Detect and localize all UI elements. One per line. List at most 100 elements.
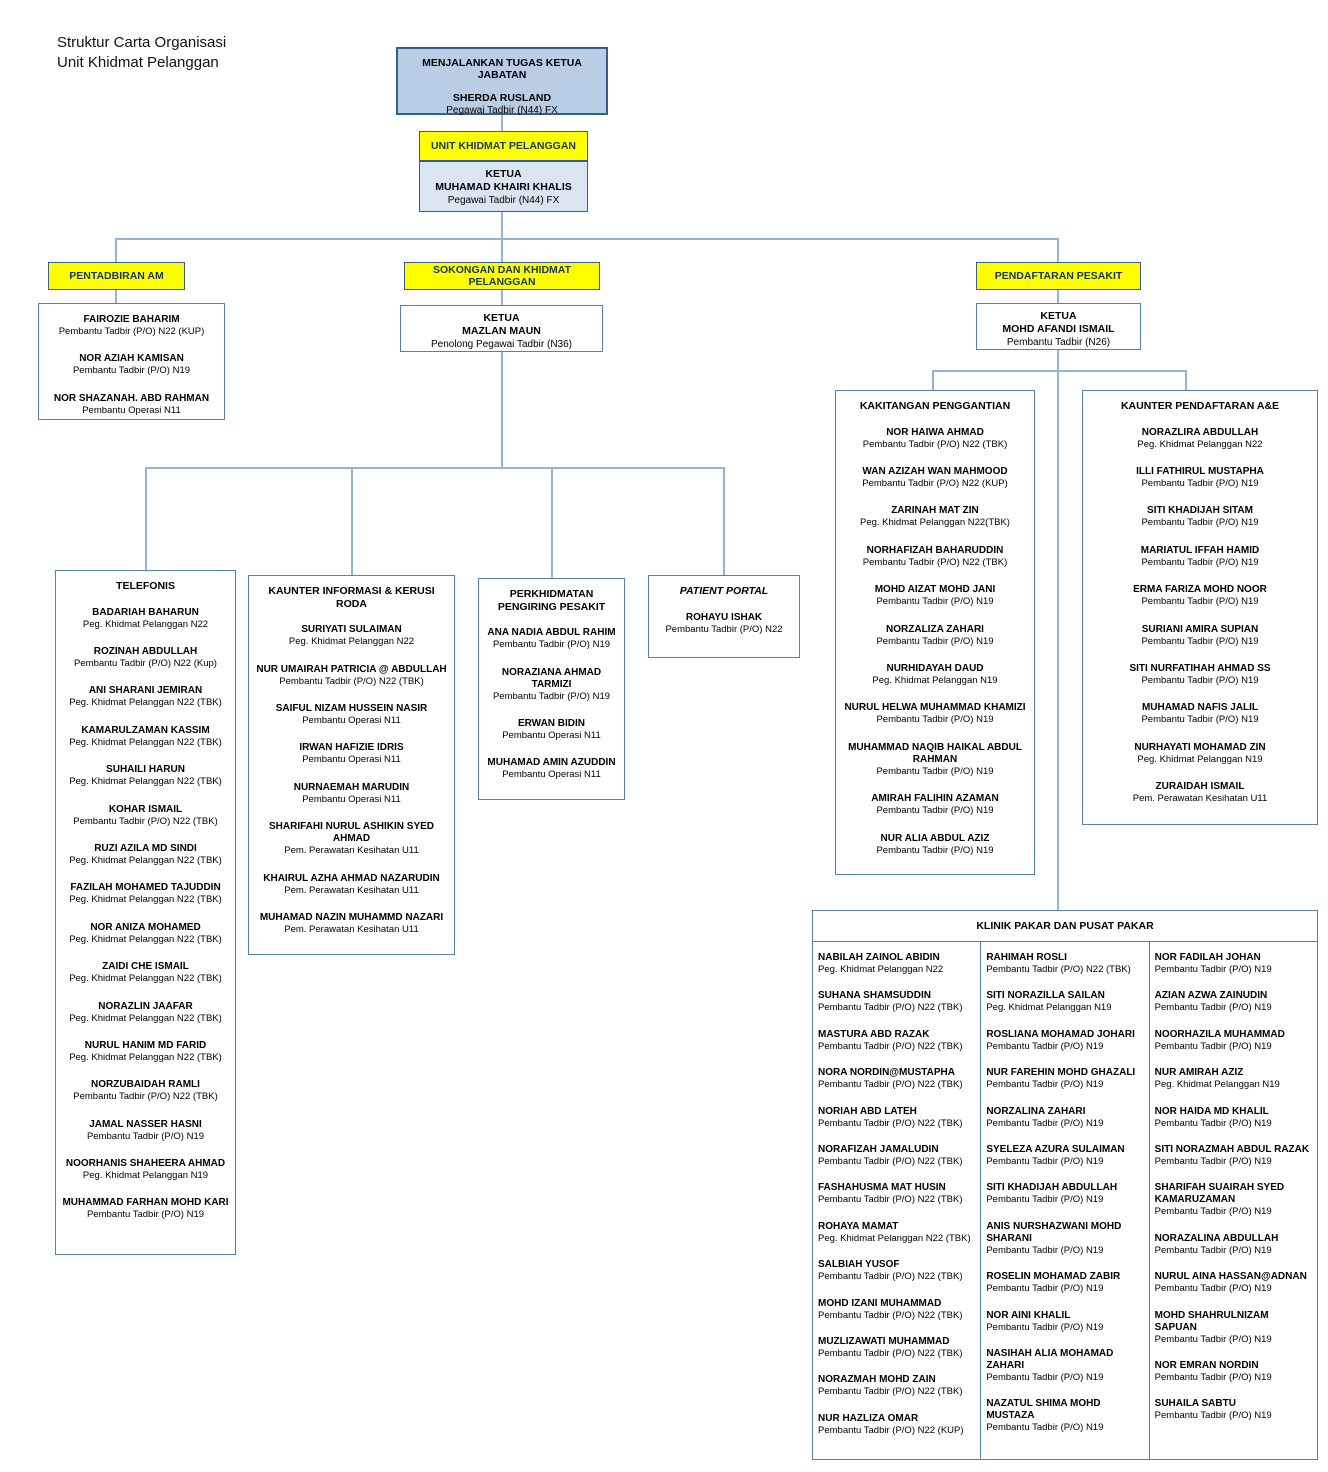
staff-grade: Pembantu Tadbir (P/O) N19 xyxy=(1154,1244,1272,1256)
staff-name: MUHAMAD NAFIS JALIL xyxy=(1141,702,1259,714)
page-title-line1: Struktur Carta Organisasi xyxy=(57,34,227,51)
staff-grade: Pembantu Tadbir (P/O) N22 (TBK) xyxy=(73,815,218,827)
box-ketua-jabatan: MENJALANKAN TUGAS KETUA JABATAN SHERDA R… xyxy=(396,47,608,116)
staff-grade: Pembantu Tadbir (P/O) N19 xyxy=(986,1244,1104,1256)
ketua-jabatan-title: MENJALANKAN TUGAS KETUA JABATAN xyxy=(422,57,582,81)
staff-name: FAZILAH MOHAMED TAJUDDIN xyxy=(70,882,221,894)
staff-name: MUZLIZAWATI MUHAMMAD xyxy=(818,1335,950,1347)
staff-grade: Pembantu Operasi N11 xyxy=(502,729,601,741)
staff-grade: Pembantu Tadbir (P/O) N19 xyxy=(1154,1283,1272,1295)
staff-name: RUZI AZILA MD SINDI xyxy=(94,842,197,854)
staff-name: NURUL AINA HASSAN@ADNAN xyxy=(1154,1271,1307,1283)
staff-grade: Pembantu Tadbir (P/O) N22 (TBK) xyxy=(818,1386,963,1398)
staff-name: NORAZALINA ABDULLAH xyxy=(1154,1232,1279,1244)
staff-grade: Pembantu Operasi N11 xyxy=(302,754,401,766)
connector-line xyxy=(1057,290,1059,303)
staff-name: SITI KHADIJAH ABDULLAH xyxy=(986,1182,1118,1194)
staff-name: ANI SHARANI JEMIRAN xyxy=(88,685,203,697)
staff-grade: Pembantu Tadbir (P/O) N19 xyxy=(876,844,994,856)
staff-grade: Pembantu Tadbir (P/O) N19 xyxy=(492,639,611,651)
pendaftaran-head-grade: Pembantu Tadbir (N26) xyxy=(1006,337,1111,349)
staff-name: NUR AMIRAH AZIZ xyxy=(1154,1067,1244,1079)
staff-name: AMIRAH FALIHIN AZAMAN xyxy=(871,793,999,805)
staff-grade: Peg. Khidmat Pelanggan N22 (TBK) xyxy=(69,973,222,985)
staff-grade: Peg. Khidmat Pelanggan N22 xyxy=(82,618,209,630)
section-label: UNIT KHIDMAT PELANGGAN xyxy=(430,140,577,152)
staff-name: NOORHANIS SHAHEERA AHMAD xyxy=(65,1158,226,1170)
ketua-jabatan-name: SHERDA RUSLAND xyxy=(452,92,552,104)
staff-name: NORZALINA ZAHARI xyxy=(986,1105,1086,1117)
staff-grade: Pembantu Tadbir (P/O) N19 xyxy=(1154,964,1272,975)
staff-grade: Pembantu Tadbir (P/O) N22 (TBK) xyxy=(818,1002,963,1014)
connector-line xyxy=(723,467,725,575)
staff-grade: Pembantu Tadbir (P/O) N22 xyxy=(665,623,783,635)
staff-name: NORAFIZAH JAMALUDIN xyxy=(818,1143,939,1155)
staff-name: FAIROZIE BAHARIM xyxy=(83,314,180,325)
staff-name: ROSLIANA MOHAMAD JOHARI xyxy=(986,1028,1135,1040)
staff-grade: Pem. Perawatan Kesihatan U11 xyxy=(284,923,419,935)
staff-grade: Pembantu Tadbir (P/O) N19 xyxy=(1141,517,1259,529)
staff-name: SURIANI AMIRA SUPIAN xyxy=(1141,623,1259,635)
staff-name: NUR UMAIRAH PATRICIA @ ABDULLAH xyxy=(256,663,447,675)
box-kaunter-informasi: KAUNTER INFORMASI & KERUSI RODA SURIYATI… xyxy=(248,575,455,955)
page-title-line2: Unit Khidmat Pelanggan xyxy=(57,53,219,71)
staff-name: MUHAMMAD NAQIB HAIKAL ABDUL RAHMAN xyxy=(848,741,1022,765)
staff-name: NASIHAH ALIA MOHAMAD ZAHARI xyxy=(986,1347,1114,1371)
staff-grade: Pembantu Tadbir (P/O) N19 xyxy=(986,1321,1104,1333)
staff-grade: Peg. Khidmat Pelanggan N22 (TBK) xyxy=(69,894,222,906)
staff-grade: Pem. Perawatan Kesihatan U11 xyxy=(284,845,419,857)
ketua-jabatan-grade: Pegawai Tadbir (N44) FX xyxy=(446,105,558,116)
staff-name: IRWAN HAFIZIE IDRIS xyxy=(299,742,404,754)
unit-title: KAUNTER INFORMASI & KERUSI RODA xyxy=(268,585,435,610)
staff-name: ROSELIN MOHAMAD ZABIR xyxy=(986,1271,1121,1283)
staff-grade: Pembantu Tadbir (P/O) N19 xyxy=(876,635,994,647)
staff-name: ROHAYU ISHAK xyxy=(685,611,763,623)
staff-grade: Pembantu Tadbir (P/O) N22 (KUP) xyxy=(818,1424,964,1436)
staff-name: SYELEZA AZURA SULAIMAN xyxy=(986,1143,1125,1155)
staff-grade: Pembantu Tadbir (P/O) N19 xyxy=(876,765,994,777)
staff-name: KAMARULZAMAN KASSIM xyxy=(81,724,210,736)
staff-grade: Pembantu Tadbir (P/O) N22 (Kup) xyxy=(74,657,217,669)
staff-grade: Pembantu Tadbir (P/O) N19 xyxy=(1154,1040,1272,1052)
staff-grade: Pembantu Tadbir (P/O) N19 xyxy=(492,690,611,702)
staff-grade: Pembantu Tadbir (P/O) N19 xyxy=(86,1209,205,1221)
connector-line xyxy=(501,352,503,467)
connector-line xyxy=(145,467,147,570)
staff-grade: Pembantu Tadbir (P/O) N19 xyxy=(986,1422,1104,1434)
staff-name: NORZUBAIDAH RAMLI xyxy=(91,1079,200,1091)
section-label: SOKONGAN DAN KHIDMAT PELANGGAN xyxy=(432,264,572,288)
staff-grade: Pembantu Tadbir (P/O) N22 (TBK) xyxy=(818,1271,963,1283)
staff-name: KHAIRUL AZHA AHMAD NAZARUDIN xyxy=(263,872,440,884)
staff-name: NOR EMRAN NORDIN xyxy=(1154,1359,1259,1371)
staff-grade: Peg. Khidmat Pelanggan N22 (TBK) xyxy=(69,933,222,945)
staff-name: NURNAEMAH MARUDIN xyxy=(293,781,410,793)
staff-name: RAHIMAH ROSLI xyxy=(986,952,1067,963)
staff-name: SHARIFAH SUAIRAH SYED KAMARUZAMAN xyxy=(1154,1182,1285,1206)
